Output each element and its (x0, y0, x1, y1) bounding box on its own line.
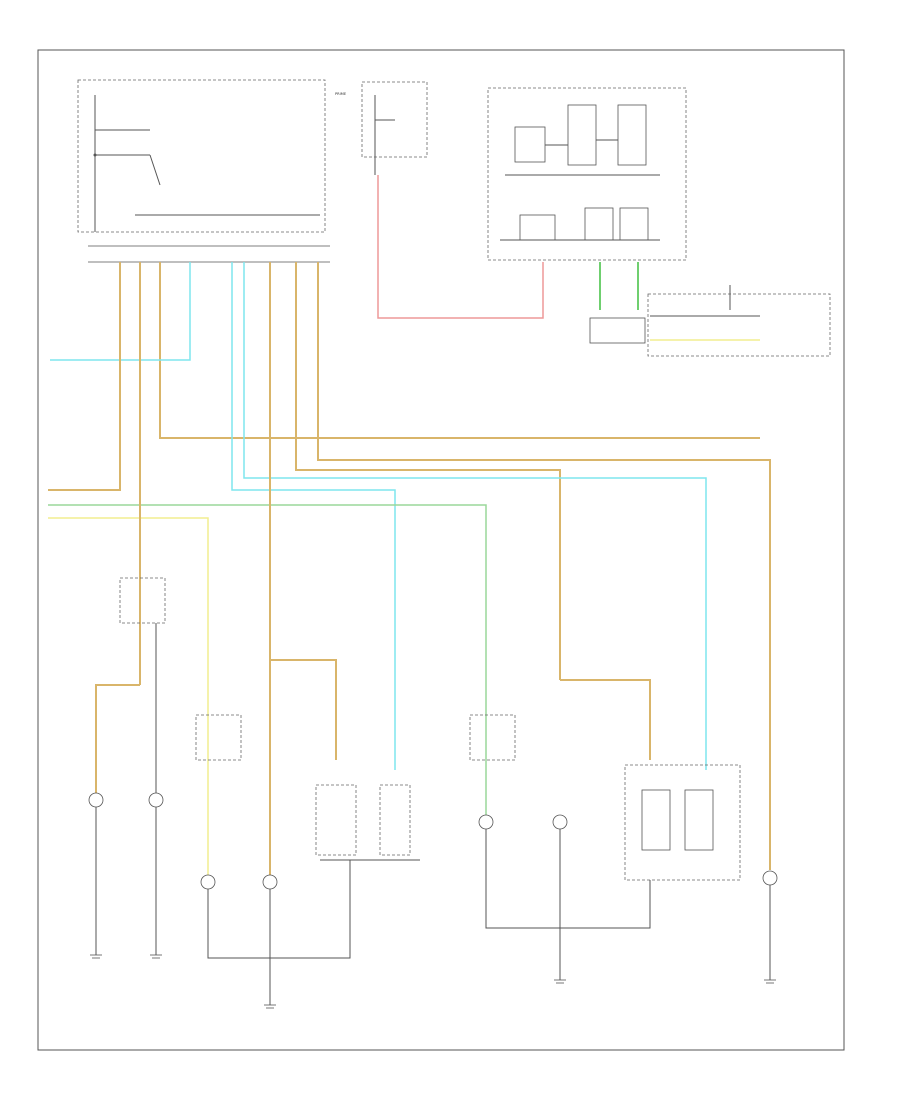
wire-yellow (48, 517, 209, 880)
left-rear-lamp-assembly (195, 714, 420, 1009)
wire-orange-3 (317, 262, 771, 870)
wire-orange-left-1 (48, 262, 121, 491)
left-switch-box (119, 577, 166, 795)
wire-orange-main (159, 262, 760, 439)
wire-cyan-left (50, 262, 191, 361)
center-high-mount-lamp (762, 870, 778, 984)
wire-orange-2 (295, 262, 561, 680)
wire-orange-right-branch (560, 679, 651, 760)
instrument-panel-cluster (487, 87, 687, 261)
svg-text:PRIME: PRIME (335, 92, 347, 96)
right-switch-block (589, 285, 831, 357)
right-rear-lamp-assembly (469, 714, 741, 984)
wire-orange-center-branch (270, 659, 337, 760)
fuse-block-mid (361, 81, 428, 175)
diagram-frame (37, 49, 845, 1051)
wire-red (377, 195, 544, 319)
wire-orange-left-lamp (95, 684, 140, 795)
connector-row-left (88, 245, 330, 263)
wire-green (48, 504, 487, 815)
left-lamp-group (88, 792, 164, 959)
wire-cyan-1 (231, 262, 396, 770)
fuse-block-left: PRIME (77, 79, 347, 233)
wire-cyan-2 (243, 262, 707, 770)
